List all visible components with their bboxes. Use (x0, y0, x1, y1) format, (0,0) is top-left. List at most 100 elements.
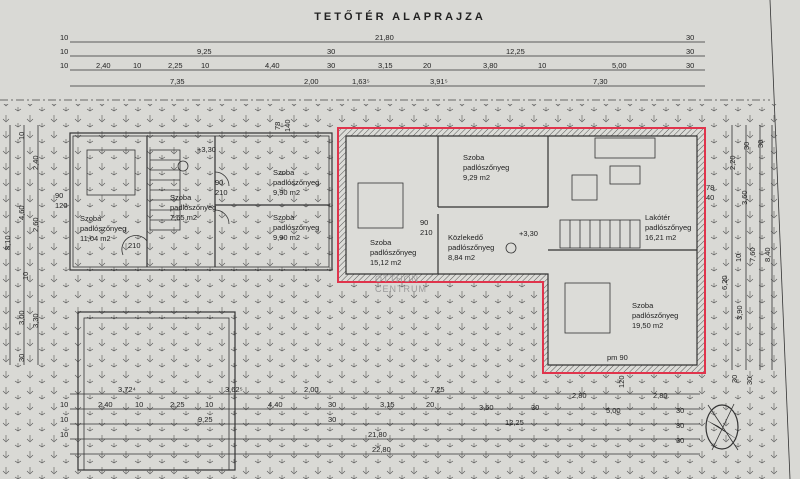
plan-label: 9,29 m2 (463, 173, 490, 182)
plan-label: padlószőnyeg (80, 224, 126, 233)
plan-label: 30 (328, 415, 336, 424)
plan-label: 78 (706, 183, 714, 192)
plan-label: 30 (17, 354, 26, 362)
plan-label: 30 (686, 61, 694, 70)
plan-label: 7,65 m2 (170, 213, 197, 222)
plan-label: 12,25 (506, 47, 525, 56)
plan-label: 3,91⁵ (430, 77, 448, 86)
plan-label: 5,00 (612, 61, 627, 70)
level-mark-icon (505, 242, 517, 254)
armchair-icon (571, 174, 598, 201)
plan-label: Szoba (632, 301, 654, 310)
plan-label: 2,80 (572, 391, 587, 400)
plan-title: TETŐTÉR ALAPRAJZA (314, 10, 486, 23)
plan-label: 10 (201, 61, 209, 70)
sofa-icon (594, 137, 656, 159)
plan-label: 2,40 (31, 155, 40, 170)
plan-label: padlószőnyeg (632, 311, 678, 320)
plan-label: 30 (686, 33, 694, 42)
plan-label: padlószőnyeg (170, 203, 216, 212)
plan-label: 3,15 (380, 400, 395, 409)
plan-label: 30 (686, 47, 694, 56)
plan-label: 30 (742, 142, 751, 150)
plan-label: 3,60 (479, 403, 494, 412)
plan-label: 7,60 (748, 247, 757, 262)
plan-label: 4,40 (265, 61, 280, 70)
plan-label: padlószőnyeg (273, 178, 319, 187)
plan-label: 3,72⁴ (118, 385, 136, 394)
plan-label: 40 (706, 193, 714, 202)
plan-label: 2,60 (31, 217, 40, 232)
plan-label: 140 (283, 119, 292, 132)
plan-label: 2,25 (170, 400, 185, 409)
plan-label: 4,40 (268, 400, 283, 409)
plan-label: 30 (756, 140, 765, 148)
door-pm-label: pm 90 (607, 353, 628, 362)
plan-label: 15,12 m2 (370, 258, 401, 267)
plan-label: 6,20 (720, 275, 729, 290)
plan-label: 210 (420, 228, 433, 237)
plan-label: OTTHON (375, 274, 419, 284)
highlighted-unit (337, 127, 706, 374)
plan-label: 10 (60, 47, 68, 56)
plan-label: 3,62⁵ (225, 385, 243, 394)
right-dimensions: 2,20 30 30 3,60 10 7,60 8,40 6,20 3,90 3… (720, 125, 773, 385)
plan-label: 2,00 (304, 385, 319, 394)
plan-label: padlószőnyeg (463, 163, 509, 172)
plan-label: 3,80 (483, 61, 498, 70)
plan-label: 11,04 m2 (80, 234, 111, 243)
plan-label: 30 (327, 47, 335, 56)
bed-icon (564, 282, 611, 334)
plan-label: 10 (205, 400, 213, 409)
plan-label: 3,30 (31, 313, 40, 328)
north-arrow-icon (705, 403, 739, 451)
plan-label: Szoba (273, 168, 295, 177)
plan-label: 4,60 (17, 205, 26, 220)
plan-label: 3,00 (17, 310, 26, 325)
plan-label: 30 (676, 421, 684, 430)
plan-label: Szoba (273, 213, 295, 222)
plan-label: 2,00 (304, 77, 319, 86)
plan-label: 2,20 (728, 155, 737, 170)
plan-label: Közlekedő (448, 233, 483, 242)
plan-label: 2,40 (96, 61, 111, 70)
plan-label: 19,50 m2 (632, 321, 663, 330)
plan-label: 2,25 (168, 61, 183, 70)
bed-icon (357, 182, 404, 229)
plan-label: 20 (426, 400, 434, 409)
plan-label: Szoba (463, 153, 485, 162)
plan-label: 9,90 m2 (273, 233, 300, 242)
plan-label: Lakótér (645, 213, 671, 222)
plan-label: 30 (745, 377, 754, 385)
plan-label: 2,40 (98, 400, 113, 409)
plan-label: padlószőnyeg (273, 223, 319, 232)
plan-label: 8,84 m2 (448, 253, 475, 262)
plan-label: Szoba (370, 238, 392, 247)
plan-label: Szoba (80, 214, 102, 223)
plan-label: 30 (531, 403, 539, 412)
plan-label: 10 (21, 272, 30, 280)
plan-label: 3,90 (735, 305, 744, 320)
top-dimensions: 10 21,80 30 10 9,25 30 12,25 30 10 2,40 … (60, 33, 705, 87)
plan-label: padlószőnyeg (370, 248, 416, 257)
plan-label: 78 (273, 122, 282, 130)
plan-label: 8,40 (763, 247, 772, 262)
plan-label: 7,30 (593, 77, 608, 86)
plan-label: 10 (60, 430, 68, 439)
plan-label: 3,60 (740, 190, 749, 205)
plan-label: 10 (17, 132, 26, 140)
plan-label: 16,21 m2 (645, 233, 676, 242)
plan-label: padlószőnyeg (448, 243, 494, 252)
plan-label: 7,35 (170, 77, 185, 86)
plan-label: 30 (327, 61, 335, 70)
level-label: +3,30 (197, 145, 216, 154)
plan-label: 210 (215, 188, 228, 197)
plan-label: 20 (423, 61, 431, 70)
plan-label: 10 (60, 400, 68, 409)
plan-label: 10 (135, 400, 143, 409)
plan-label: 30 (328, 400, 336, 409)
plan-label: 10 (60, 415, 68, 424)
plan-label: 1,63⁵ (352, 77, 370, 86)
stairs-icon (149, 149, 181, 231)
